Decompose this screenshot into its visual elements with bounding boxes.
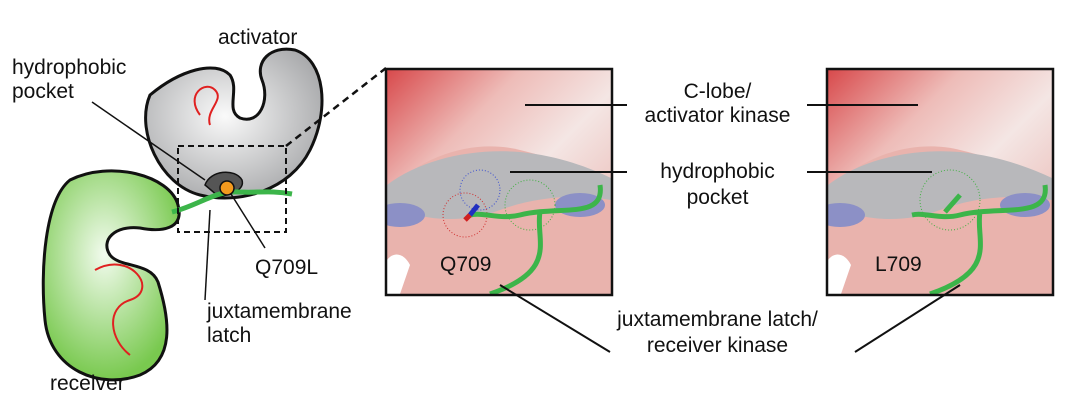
jm-leader-left xyxy=(499,284,611,353)
mutation-label: Q709L xyxy=(255,256,319,279)
q709-label: Q709 xyxy=(440,253,492,276)
activator-helix xyxy=(193,85,219,126)
panel-frame-left xyxy=(384,67,614,297)
jm-label-2: receiver kinase xyxy=(646,334,789,357)
zoom-box xyxy=(177,145,287,233)
l709-label: L709 xyxy=(875,253,922,276)
receiver-helix xyxy=(94,263,144,356)
clobe-label-2: activator kinase xyxy=(644,104,791,127)
jm-label-1: juxtamembrane latch/ xyxy=(617,308,818,331)
activator-label: activator xyxy=(218,26,298,49)
zoom-connector xyxy=(285,67,387,147)
latch-leader xyxy=(204,209,211,301)
hydrophobic-pocket-label-1: hydrophobic xyxy=(12,56,127,79)
pocket-label-2: pocket xyxy=(686,186,749,209)
activator-shape xyxy=(144,47,324,200)
structure-panel-l709 xyxy=(828,70,1052,294)
latch-label-1: juxtamembrane xyxy=(207,300,352,323)
mutation-leader xyxy=(230,193,266,249)
receiver-shape xyxy=(41,169,181,382)
mutation-dot xyxy=(219,180,235,196)
jm-leader-right xyxy=(854,284,961,353)
latch-label-2: latch xyxy=(207,324,252,347)
clobe-label-1: C-lobe/ xyxy=(683,80,752,103)
hydrophobic-pocket-label-2: pocket xyxy=(12,80,74,103)
receiver-label: receiver xyxy=(50,372,125,395)
latch-strand xyxy=(171,189,293,215)
structure-panel-q709 xyxy=(387,70,611,294)
panel-frame-right xyxy=(825,67,1055,297)
pocket-leader xyxy=(91,101,206,181)
pocket-label-1: hydrophobic xyxy=(660,160,775,183)
